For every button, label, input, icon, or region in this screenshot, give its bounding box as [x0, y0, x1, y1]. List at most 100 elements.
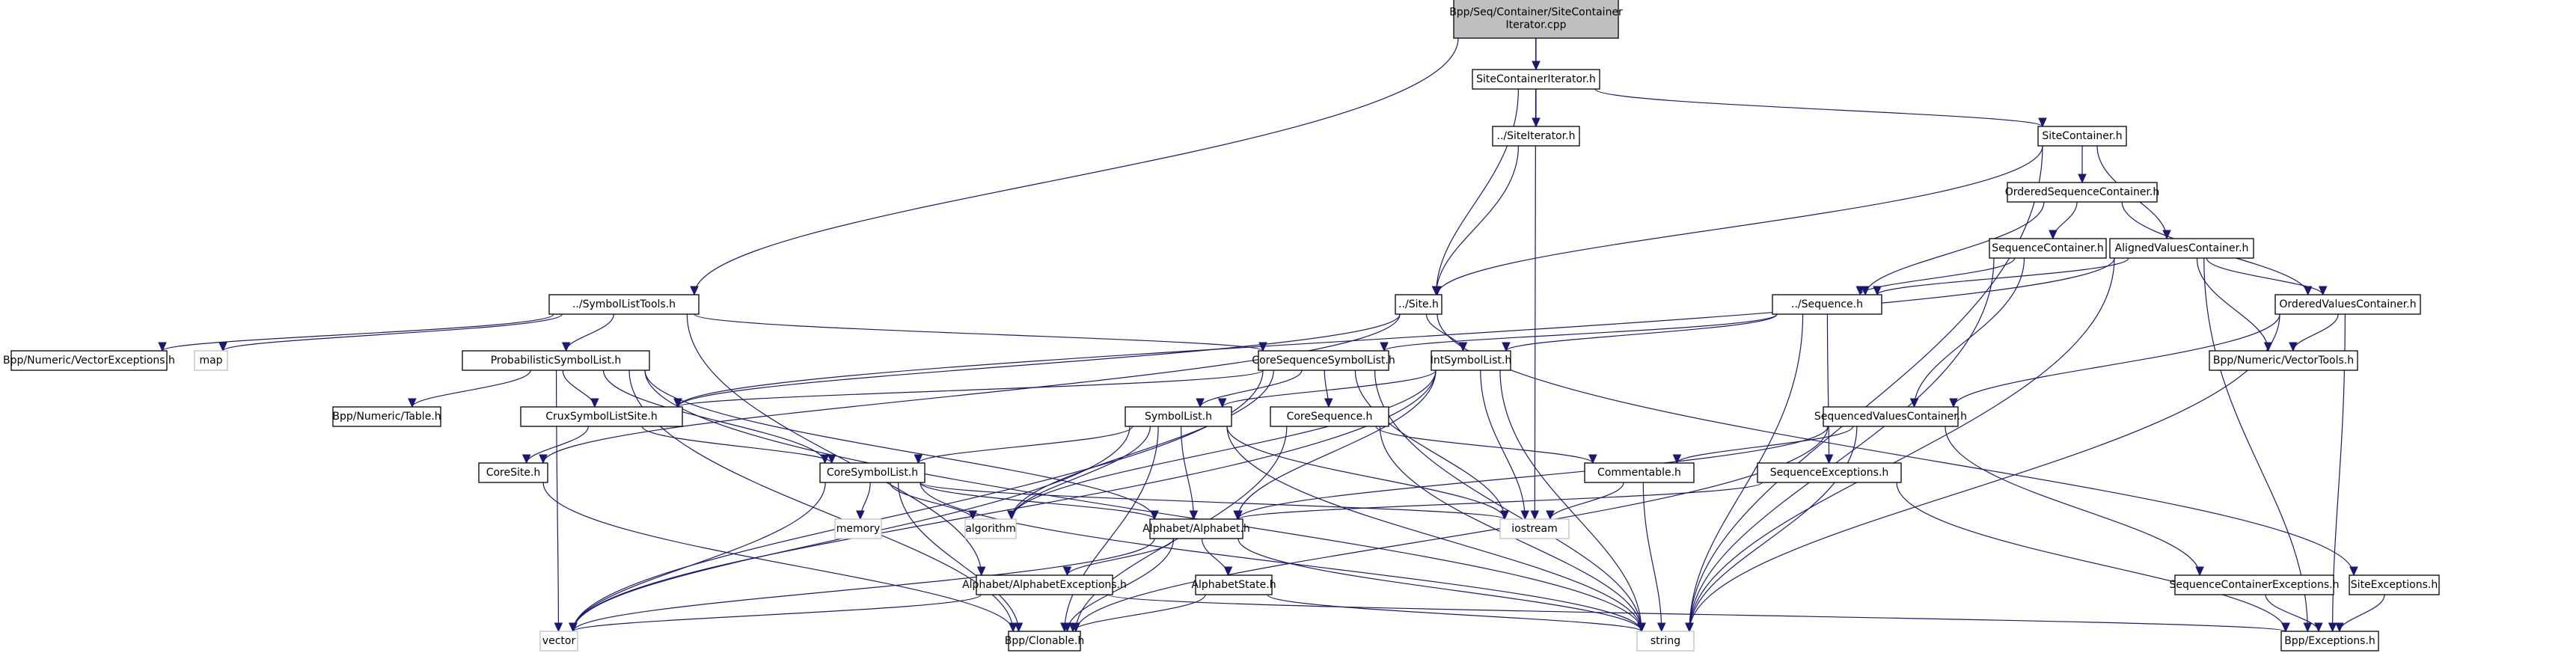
node-scexc[interactable]: SequenceContainerExceptions.h	[2170, 574, 2340, 595]
node-sl[interactable]: SymbolList.h	[1125, 406, 1232, 427]
edge-sl-to-algorithm	[1007, 426, 1151, 521]
node-sci[interactable]: SiteContainerIterator.h	[1472, 69, 1600, 90]
edge-cruxs-to-csite	[521, 426, 589, 465]
edge-line	[1011, 370, 1274, 520]
arrowhead-icon	[1656, 622, 1666, 633]
node-label: SiteContainer.h	[2042, 130, 2122, 142]
node-table[interactable]: Bpp/Numeric/Table.h	[332, 406, 441, 427]
node-csite[interactable]: CoreSite.h	[478, 462, 548, 483]
node-box	[1258, 350, 1389, 371]
node-vexc[interactable]: Bpp/Numeric/VectorExceptions.h	[3, 350, 175, 371]
node-seqexc[interactable]: SequenceExceptions.h	[1757, 462, 1902, 483]
edge-osc-to-seqc	[2049, 201, 2078, 240]
node-sc[interactable]: SiteContainer.h	[2037, 126, 2127, 147]
node-seq[interactable]: ../Sequence.h	[1772, 294, 1882, 315]
arrowhead-icon	[2281, 622, 2290, 633]
node-algorithm: algorithm	[964, 518, 1017, 539]
arrowhead-icon	[2314, 622, 2323, 633]
edge-line	[1435, 145, 1520, 295]
edge-comm-to-iostream	[1546, 482, 1624, 521]
node-site[interactable]: ../Site.h	[1395, 294, 1443, 315]
arrowhead-icon	[827, 454, 836, 465]
node-cseq[interactable]: CoreSequence.h	[1270, 406, 1389, 427]
edge-seqexc-to-exc	[1896, 482, 2290, 633]
edge-sl-to-csl	[914, 426, 1133, 465]
arrowhead-icon	[1502, 342, 1511, 352]
node-clonable[interactable]: Bpp/Clonable.h	[1005, 631, 1085, 652]
arrowhead-icon	[539, 454, 548, 465]
edge-line	[1226, 426, 1505, 520]
node-siter[interactable]: ../SiteIterator.h	[1492, 126, 1580, 147]
arrowhead-icon	[2335, 622, 2344, 633]
node-label: Alphabet/Alphabet.h	[1142, 523, 1250, 535]
node-label: Iterator.cpp	[1505, 19, 1566, 31]
node-vtools[interactable]: Bpp/Numeric/VectorTools.h	[2209, 350, 2358, 371]
node-comm[interactable]: Commentable.h	[1584, 462, 1695, 483]
node-box	[2109, 238, 2254, 259]
arrowhead-icon	[2162, 230, 2171, 240]
edge-line	[562, 370, 596, 408]
node-svc[interactable]: SequencedValuesContainer.h	[1814, 406, 1967, 427]
node-box	[1195, 574, 1273, 595]
edge-line	[1066, 538, 1175, 576]
node-ovc[interactable]: OrderedValuesContainer.h	[2274, 294, 2421, 315]
edge-line	[1437, 145, 2043, 295]
arrowhead-icon	[2328, 622, 2337, 633]
edge-site-to-isl	[1425, 313, 1468, 352]
edge-line	[542, 313, 1401, 464]
node-label: IntSymbolList.h	[1431, 355, 1511, 367]
node-label: ../SymbolListTools.h	[572, 298, 676, 310]
node-exc[interactable]: Bpp/Exceptions.h	[2280, 631, 2379, 652]
edge-ovc-to-vtools	[2289, 313, 2339, 352]
edge-line	[1267, 594, 1642, 632]
edge-sl-to-string	[1226, 426, 1646, 633]
node-string: string	[1636, 631, 1695, 652]
node-csl[interactable]: CoreSymbolList.h	[819, 462, 926, 483]
node-psl[interactable]: ProbabilisticSymbolList.h	[462, 350, 650, 371]
arrowhead-icon	[1068, 622, 1077, 633]
node-label: CoreSymbolList.h	[827, 467, 918, 479]
arrowhead-icon	[1380, 342, 1389, 352]
node-label: ../Sequence.h	[1791, 298, 1863, 310]
arrowhead-icon	[1672, 454, 1682, 465]
edge-line	[917, 426, 1133, 464]
node-alphaexc[interactable]: Alphabet/AlphabetExceptions.h	[962, 574, 1127, 595]
edge-astate-to-string	[1267, 594, 1646, 633]
edge-line	[686, 313, 982, 576]
arrowhead-icon	[1546, 510, 1555, 521]
edge-svc-to-alpha	[1234, 426, 1829, 521]
node-cruxs[interactable]: CruxSymbolListSite.h	[520, 406, 683, 427]
node-seqc[interactable]: SequenceContainer.h	[1989, 238, 2107, 259]
node-slt[interactable]: ../SymbolListTools.h	[548, 294, 700, 315]
arrowhead-icon	[2038, 117, 2047, 128]
node-box	[2174, 574, 2334, 595]
node-box	[1270, 406, 1389, 427]
node-osc[interactable]: OrderedSequenceContainer.h	[2005, 182, 2160, 203]
node-alpha[interactable]: Alphabet/Alphabet.h	[1142, 518, 1250, 539]
edge-psl-to-table	[408, 370, 531, 408]
edge-csl-to-memory	[856, 482, 871, 521]
node-map: map	[194, 350, 228, 371]
node-label: SymbolList.h	[1145, 411, 1212, 423]
node-isl[interactable]: IntSymbolList.h	[1431, 350, 1511, 371]
arrowhead-icon	[1150, 510, 1159, 521]
edge-astate-to-clonable	[1068, 594, 1206, 633]
node-label: string	[1650, 635, 1680, 647]
edge-line	[644, 370, 1642, 632]
arrowhead-icon	[521, 454, 531, 465]
arrowhead-icon	[2289, 342, 2298, 352]
arrowhead-icon	[1217, 398, 1227, 408]
edge-alpha-to-astate	[1201, 538, 1233, 577]
node-label: iostream	[1511, 523, 1558, 535]
edge-line	[2196, 257, 2269, 352]
edge-scexc-to-exc	[2265, 594, 2323, 633]
edge-line	[1689, 313, 1804, 632]
edge-avc-to-seq	[1873, 257, 2129, 296]
node-cssl[interactable]: CoreSequenceSymbolList.h	[1252, 350, 1395, 371]
edge-line	[890, 482, 973, 520]
node-astate[interactable]: AlphabetState.h	[1191, 574, 1276, 595]
node-avc[interactable]: AlignedValuesContainer.h	[2109, 238, 2254, 259]
arrowhead-icon	[2303, 622, 2313, 633]
node-siteexc[interactable]: SiteExceptions.h	[2349, 574, 2440, 595]
edge-line	[677, 370, 1264, 408]
